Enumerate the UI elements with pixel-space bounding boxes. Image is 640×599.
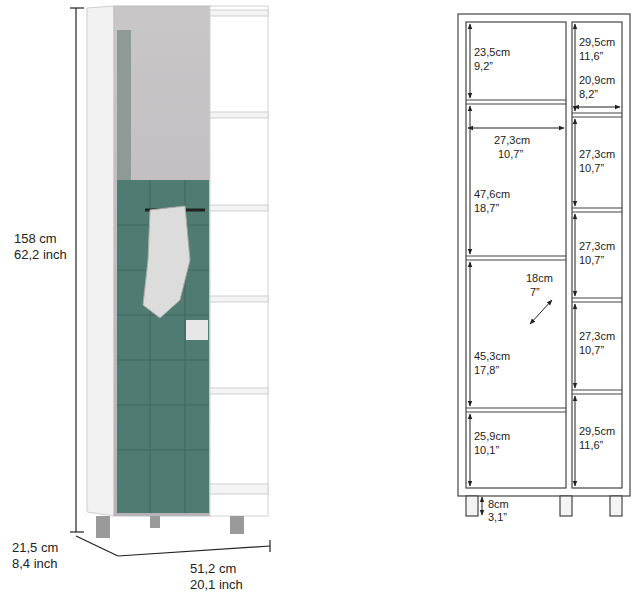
dimension-label: 27,3cm [494,134,530,147]
dimension-label: 8,4 inch [12,557,58,572]
dimension-label: 10,7” [579,344,604,357]
dimension-label: 8,2” [579,88,598,101]
dimension-lines [70,8,270,556]
dimension-label: 62,2 inch [14,248,67,263]
dimension-label: 17,8” [474,364,499,377]
dimension-label: 29,5cm [579,36,615,49]
dimension-label: 23,5cm [474,46,510,59]
dimension-label: 27,3cm [579,148,615,161]
dimension-arrows [468,24,620,515]
dimension-label: 25,9cm [474,430,510,443]
dimension-label: 3,1” [488,511,507,524]
dimension-label: 18cm [526,272,553,285]
cabinet-photo [87,6,268,538]
dimension-label: 45,3cm [474,350,510,363]
dimension-label: 10,7” [579,162,604,175]
dimension-label: 20,1 inch [190,578,243,593]
dimension-label: 29,5cm [579,425,615,438]
dimension-label: 51,2 cm [190,562,236,577]
dimension-label: 9,2” [474,60,493,73]
dimension-label: 27,3cm [579,240,615,253]
dimension-label: 7” [530,286,540,299]
dimension-label: 10,7” [579,254,604,267]
dimension-label: 21,5 cm [12,541,58,556]
dimension-label: 158 cm [14,232,57,247]
dimension-label: 11,6” [579,439,603,452]
dimension-label: 10,1” [474,444,499,457]
dimension-label: 47,6cm [474,188,510,201]
dimension-label: 27,3cm [579,330,615,343]
dimension-label: 8cm [488,498,509,511]
dimension-label: 20,9cm [579,74,615,87]
cabinet-drawing [458,14,630,516]
dimension-label: 18,7” [474,202,499,215]
dimension-label: 11,6” [579,50,603,63]
dimension-label: 10,7” [498,148,523,161]
